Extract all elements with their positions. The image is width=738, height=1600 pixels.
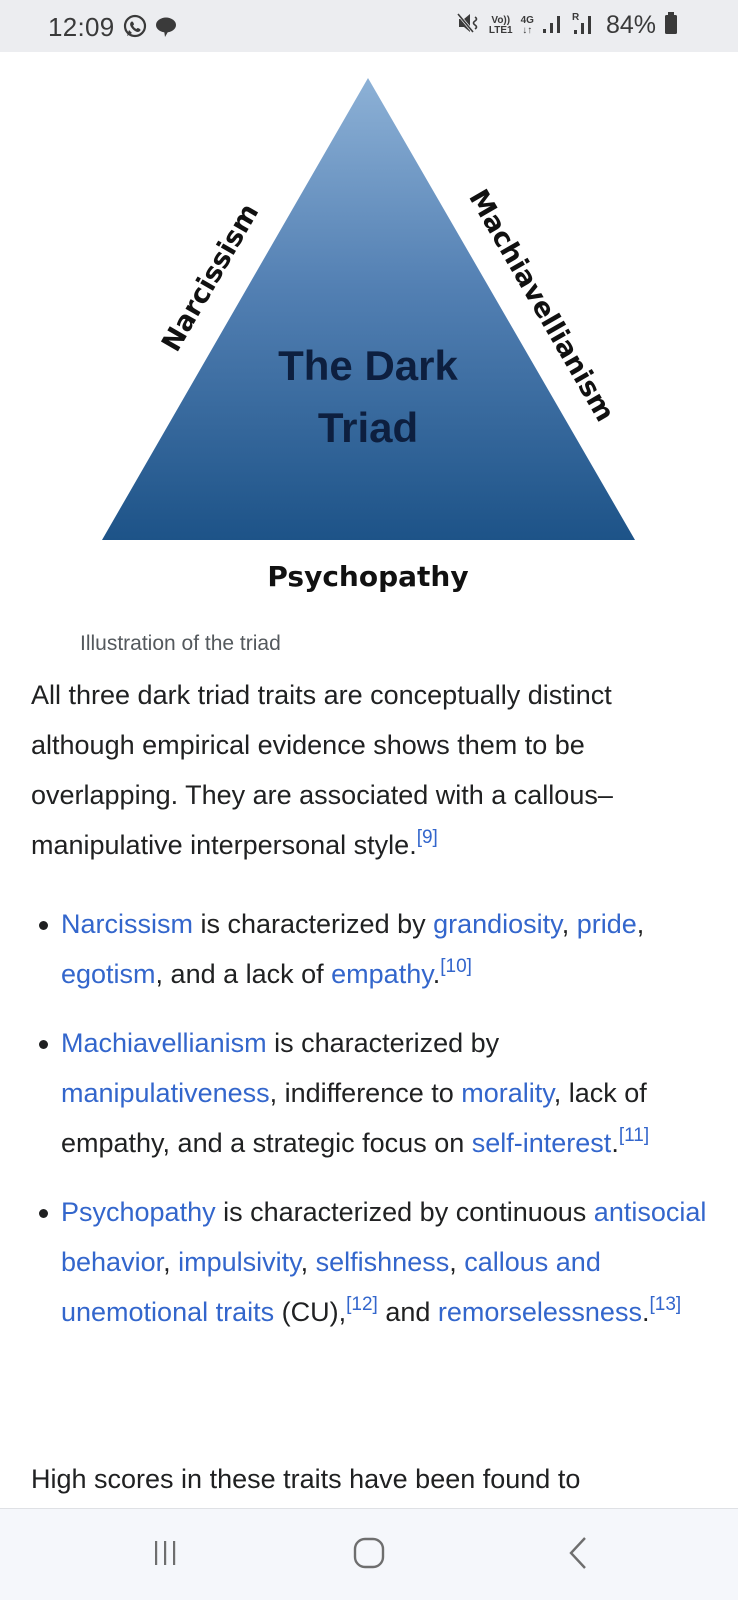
battery-percent: 84% bbox=[605, 11, 656, 39]
signal-sim2-roaming-icon: R bbox=[572, 11, 598, 40]
recent-apps-button[interactable] bbox=[105, 1509, 225, 1600]
citation-13[interactable]: [13] bbox=[649, 1294, 682, 1315]
citation-10[interactable]: [10] bbox=[440, 956, 472, 977]
citation-9[interactable]: [9] bbox=[416, 827, 438, 848]
back-button[interactable] bbox=[518, 1509, 638, 1600]
home-button[interactable] bbox=[309, 1509, 429, 1600]
link-pride[interactable]: pride bbox=[576, 909, 637, 939]
status-time: 12:09 bbox=[48, 12, 115, 42]
link-morality[interactable]: morality bbox=[461, 1078, 554, 1108]
citation-12[interactable]: [12] bbox=[346, 1294, 378, 1315]
article-content: All three dark triad traits are conceptu… bbox=[31, 670, 711, 1356]
dark-triad-diagram: The Dark Triad Narcissism Machiavelliani… bbox=[102, 78, 635, 593]
citation-11[interactable]: [11] bbox=[618, 1125, 650, 1146]
4g-data-icon: 4G ↓↑ bbox=[520, 14, 534, 36]
list-item-machiavellianism: Machiavellianism is characterized by man… bbox=[39, 1018, 711, 1168]
link-manipulativeness[interactable]: manipulativeness bbox=[61, 1078, 270, 1108]
battery-icon bbox=[664, 11, 678, 40]
signal-sim1-icon bbox=[542, 12, 564, 39]
link-callous-unemotional-traits[interactable]: callous and unemotional traits bbox=[61, 1247, 601, 1327]
recent-apps-icon bbox=[150, 1538, 180, 1573]
back-chevron-icon bbox=[563, 1536, 593, 1575]
next-paragraph-partial: High scores in these traits have been fo… bbox=[31, 1464, 581, 1494]
link-remorselessness[interactable]: remorselessness bbox=[437, 1297, 642, 1327]
dark-triad-figure[interactable]: The Dark Triad Narcissism Machiavelliani… bbox=[0, 52, 738, 612]
traits-list: Narcissism is characterized by grandiosi… bbox=[31, 899, 711, 1337]
link-psychopathy[interactable]: Psychopathy bbox=[61, 1197, 216, 1227]
triangle-shape bbox=[102, 78, 635, 540]
link-empathy[interactable]: empathy bbox=[331, 959, 433, 989]
link-self-interest[interactable]: self-interest bbox=[471, 1128, 612, 1158]
link-egotism[interactable]: egotism bbox=[61, 959, 156, 989]
chat-bubble-icon bbox=[155, 16, 177, 43]
link-grandiosity[interactable]: grandiosity bbox=[433, 909, 562, 939]
link-narcissism[interactable]: Narcissism bbox=[61, 909, 193, 939]
link-machiavellianism[interactable]: Machiavellianism bbox=[61, 1028, 267, 1058]
system-status-icons: Vo)) LTE1 4G ↓↑ R 84% bbox=[456, 11, 678, 40]
triangle-title-line2: Triad bbox=[318, 404, 418, 451]
system-nav-bar bbox=[0, 1508, 738, 1600]
figure-caption: Illustration of the triad bbox=[80, 632, 281, 655]
whatsapp-icon bbox=[122, 14, 148, 45]
link-antisocial-behavior[interactable]: antisocial behavior bbox=[61, 1197, 707, 1277]
list-item-narcissism: Narcissism is characterized by grandiosi… bbox=[39, 899, 711, 999]
status-bar: 12:09 Vo)) LTE1 4G ↓↑ R 84% bbox=[0, 0, 738, 52]
psychopathy-label: Psychopathy bbox=[267, 560, 468, 593]
volte-lte1-icon: Vo)) LTE1 bbox=[488, 14, 513, 36]
home-icon bbox=[352, 1536, 386, 1575]
svg-text:R: R bbox=[572, 12, 580, 23]
link-impulsivity[interactable]: impulsivity bbox=[178, 1247, 301, 1277]
intro-paragraph: All three dark triad traits are conceptu… bbox=[31, 680, 613, 860]
mute-icon bbox=[456, 12, 481, 39]
triangle-title-line1: The Dark bbox=[278, 342, 458, 389]
list-item-psychopathy: Psychopathy is characterized by continuo… bbox=[39, 1187, 711, 1337]
link-selfishness[interactable]: selfishness bbox=[315, 1247, 450, 1277]
